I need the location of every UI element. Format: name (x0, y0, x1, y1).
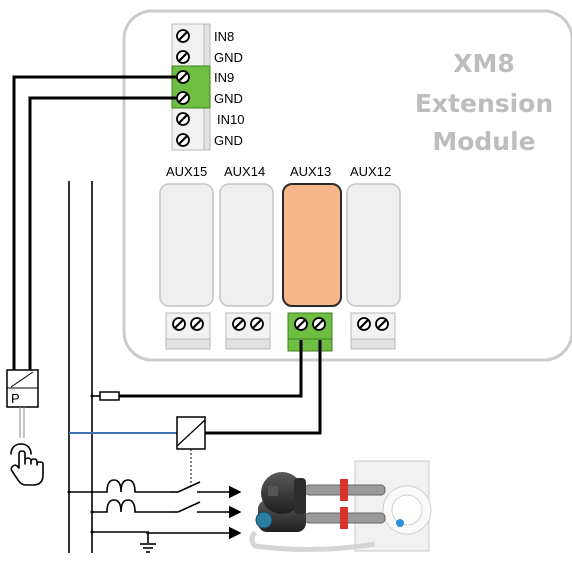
circuit-breaker-icon (69, 479, 170, 513)
screw-terminal-icon (357, 317, 371, 331)
contactor-switch-icon (170, 481, 242, 519)
fuse-icon (92, 391, 120, 401)
terminal-label-in9: IN9 (214, 70, 234, 85)
relay-aux12 (346, 183, 401, 307)
screw-terminal-icon (375, 317, 389, 331)
screw-terminal-icon (172, 317, 186, 331)
screw-terminal-icon (176, 91, 190, 105)
aux-label-aux15: AUX15 (166, 164, 207, 179)
relay-aux13 (282, 183, 342, 307)
aux12-terminal (350, 312, 396, 350)
relay-aux14 (219, 183, 274, 307)
module-title-line-3: Module (432, 127, 535, 156)
in9-signal-wires (12, 75, 178, 370)
screw-terminal-icon (176, 112, 190, 126)
relay-coil-icon (176, 416, 206, 488)
terminal-label-in10: IN10 (217, 112, 244, 127)
screw-terminal-icon (294, 317, 308, 331)
pressure-switch-icon: P (6, 369, 39, 438)
screw-terminal-icon (312, 317, 326, 331)
terminal-label-gnd-1: GND (214, 50, 243, 65)
screw-terminal-icon (176, 133, 190, 147)
push-button-hand-icon (10, 443, 44, 486)
relay-aux15 (159, 183, 214, 307)
module-title-line-2: Extension (415, 89, 553, 118)
junction-dots (67, 394, 94, 534)
aux-label-aux13: AUX13 (290, 164, 331, 179)
aux13-output-wires (119, 340, 322, 435)
aux14-terminal (225, 312, 271, 350)
pool-filter-icon (354, 460, 432, 552)
aux-label-aux12: AUX12 (350, 164, 391, 179)
terminal-label-in8: IN8 (214, 29, 234, 44)
pool-pipes (249, 479, 386, 553)
screw-terminal-icon (176, 29, 190, 43)
screw-terminal-icon (232, 317, 246, 331)
screw-terminal-icon (176, 70, 190, 84)
pool-pump-icon (255, 472, 306, 532)
screw-terminal-icon (250, 317, 264, 331)
pressure-switch-label: P (11, 391, 20, 406)
ground-icon (92, 526, 242, 553)
terminal-label-gnd-2: GND (214, 91, 243, 106)
aux-label-aux14: AUX14 (224, 164, 265, 179)
terminal-label-gnd-3: GND (214, 133, 243, 148)
input-terminal-block (171, 23, 211, 151)
aux15-terminal (165, 312, 211, 350)
screw-terminal-icon (190, 317, 204, 331)
screw-terminal-icon (176, 50, 190, 64)
supply-lines (68, 181, 93, 553)
module-title-line-1: XM8 (453, 49, 515, 78)
aux13-terminal (287, 312, 333, 352)
